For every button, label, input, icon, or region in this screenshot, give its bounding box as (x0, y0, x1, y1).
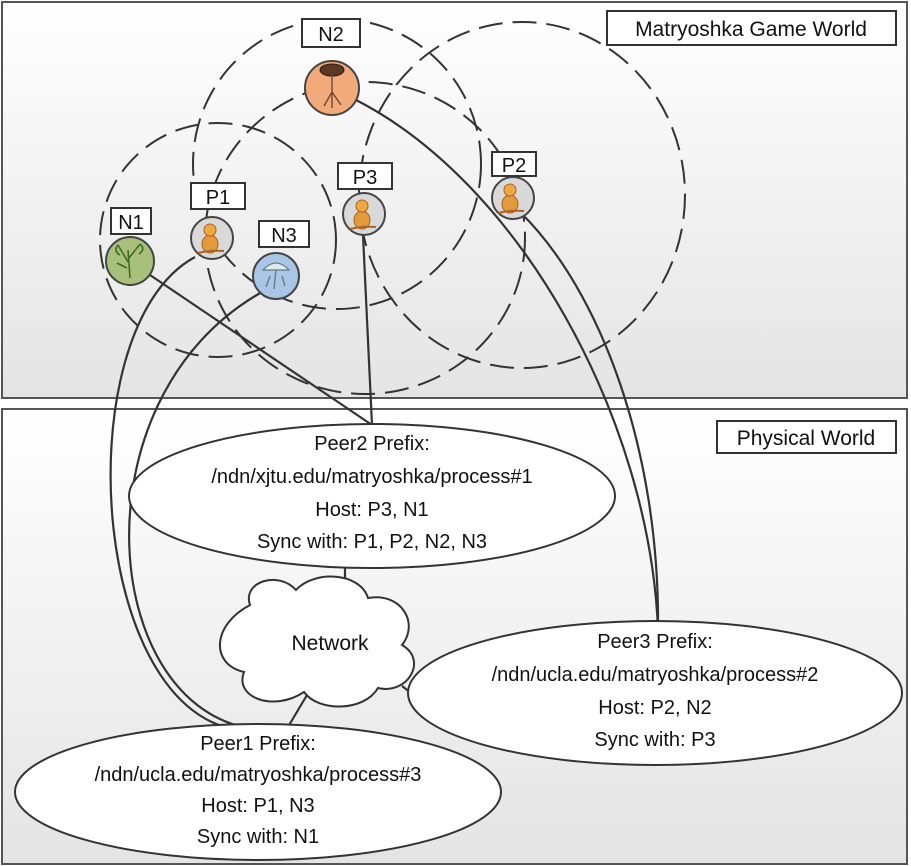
peer1-title: Peer1 Prefix: (200, 733, 316, 755)
network-label: Network (291, 632, 369, 655)
node-p1: P1 (190, 182, 246, 260)
link-n3-peer1 (128, 291, 264, 732)
matryoshka-doll-icon (197, 223, 225, 254)
physical-world-title-box (716, 420, 897, 454)
peer3-host: Host: P2, N2 (598, 697, 711, 719)
node-n3: N3 (252, 220, 310, 300)
peer2-ellipse (128, 423, 616, 569)
node-n3-tag-box (258, 220, 310, 248)
node-n1: N1 (105, 207, 155, 286)
mushroom-icon (261, 262, 291, 290)
peer3-node: Peer3 Prefix: /ndn/ucla.edu/matryoshka/p… (407, 620, 903, 766)
connection-lines (109, 96, 660, 733)
peer2-prefix: /ndn/xjtu.edu/matryoshka/process#1 (211, 466, 532, 488)
peer3-prefix: /ndn/ucla.edu/matryoshka/process#2 (492, 664, 819, 686)
node-n2-tag-box (301, 18, 361, 48)
peer3-sync: Sync with: P3 (594, 729, 715, 751)
tree-icon (319, 63, 345, 108)
matryoshka-doll-icon (349, 199, 377, 230)
peer1-node: Peer1 Prefix: /ndn/ucla.edu/matryoshka/p… (14, 723, 502, 861)
node-p3: P3 (337, 162, 393, 236)
peer1-ellipse (14, 723, 502, 861)
peer3-title: Peer3 Prefix: (597, 631, 713, 653)
node-n1-tag-box (110, 207, 152, 235)
node-n3-tag: N3 (271, 225, 297, 247)
peer1-sync: Sync with: N1 (197, 826, 319, 848)
cloud-icon (218, 575, 415, 708)
peer2-host: Host: P3, N1 (315, 499, 428, 521)
link-p3-peer2 (361, 234, 374, 426)
peer2-node: Peer2 Prefix: /ndn/xjtu.edu/matryoshka/p… (128, 423, 616, 569)
game-world-title-box (606, 10, 897, 46)
peer1-host: Host: P1, N3 (201, 795, 314, 817)
node-p1-tag: P1 (206, 187, 230, 209)
aoi-circle-p1 (99, 122, 337, 358)
network-cloud: Network (218, 575, 415, 708)
game-world-title: Matryoshka Game World (635, 18, 867, 41)
node-p2-tag: P2 (502, 155, 526, 177)
node-p2: P2 (491, 151, 537, 220)
peer1-prefix: /ndn/ucla.edu/matryoshka/process#3 (95, 764, 422, 786)
node-p3-tag-box (337, 162, 393, 190)
game-world-panel: Matryoshka Game World (1, 1, 908, 399)
node-n2: N2 (301, 18, 361, 116)
peer2-title: Peer2 Prefix: (314, 433, 430, 455)
node-n1-tag: N1 (118, 212, 144, 234)
link-p2-peer3 (519, 211, 660, 631)
node-n2-tag: N2 (318, 24, 344, 46)
peer2-sync: Sync with: P1, P2, N2, N3 (257, 531, 487, 553)
matryoshka-doll-icon (497, 183, 525, 214)
plant-icon (115, 243, 144, 279)
node-p1-tag-box (190, 182, 246, 210)
link-n1-peer2 (149, 274, 373, 426)
physical-world-title: Physical World (737, 427, 876, 450)
link-p1-peer1 (109, 256, 264, 732)
node-p2-tag-box (491, 151, 537, 177)
peer3-ellipse (407, 620, 903, 766)
node-p3-tag: P3 (353, 167, 377, 189)
link-n2-peer3 (349, 96, 660, 631)
